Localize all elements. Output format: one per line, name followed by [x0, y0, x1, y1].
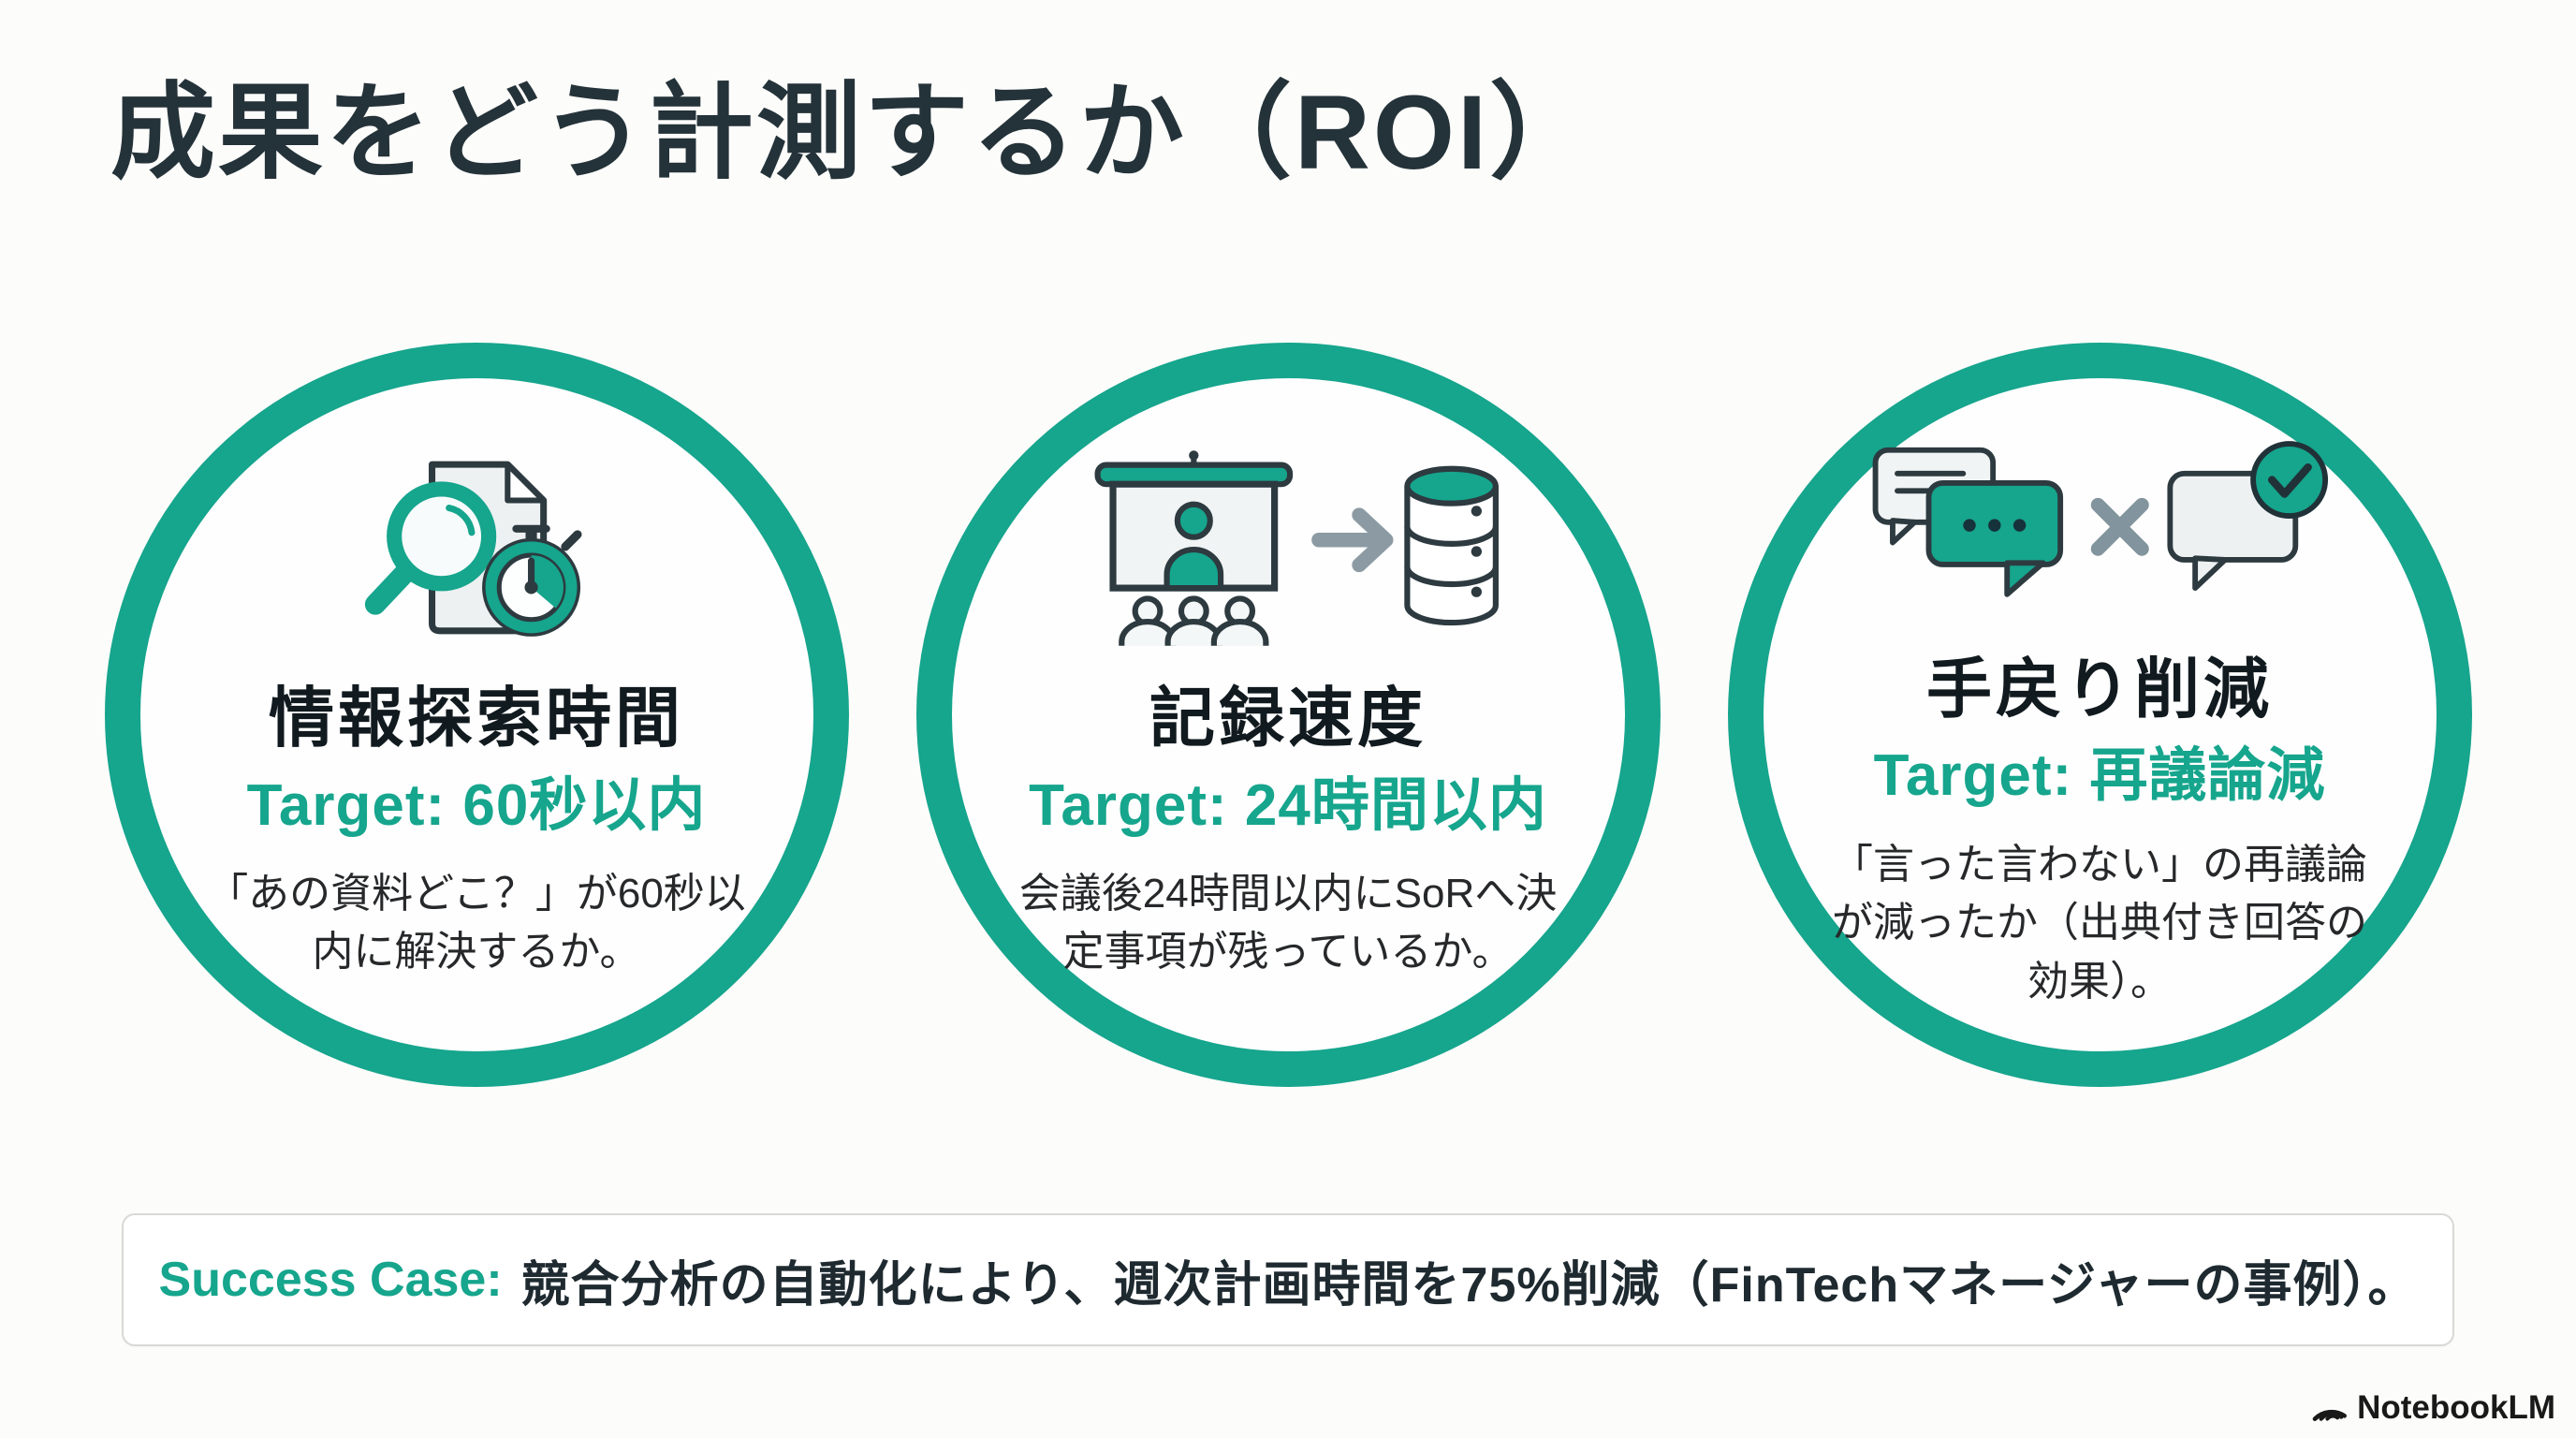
metric-description: 会議後24時間以内にSoRへ決定事項が残っているか。	[1018, 870, 1558, 976]
metric-description: 「言った言わない」の再議論が減ったか（出典付き回答の効果）。	[1832, 841, 2367, 1005]
meeting-to-database-icon-svg	[1094, 449, 1499, 646]
metric-title: 記録速度	[1149, 682, 1427, 756]
footer-brand-label: NotebookLM	[2357, 1389, 2555, 1426]
chat-dispute-resolved-icon	[1866, 418, 2334, 620]
success-case-label: Success Case:	[158, 1253, 503, 1307]
metric-target: Target: 24時間以内	[1029, 772, 1547, 838]
page-title: 成果をどう計測するか（ROI）	[110, 74, 1598, 191]
metric-target: Target: 再議論減	[1873, 743, 2326, 809]
notebooklm-logo-icon	[2312, 1409, 2348, 1421]
footer-brand: NotebookLM	[2310, 1389, 2555, 1427]
metric-title: 手戻り削減	[1926, 652, 2273, 726]
metric-description: 「あの資料どこ？」が60秒以内に解決するか。	[207, 870, 746, 976]
metrics-row: 情報探索時間 Target: 60秒以内 「あの資料どこ？」が60秒以内に解決す…	[0, 343, 2576, 1087]
metric-title: 情報探索時間	[269, 682, 684, 756]
metric-circle-record-speed: 記録速度 Target: 24時間以内 会議後24時間以内にSoRへ決定事項が残…	[915, 343, 1661, 1087]
document-search-timer-icon-svg	[364, 461, 582, 637]
success-case-text: 競合分析の自動化により、週次計画時間を75%削減（FinTechマネージャーの事…	[520, 1257, 2418, 1313]
success-case-box: Success Case: 競合分析の自動化により、週次計画時間を75%削減（F…	[122, 1213, 2454, 1346]
meeting-to-database-icon	[1076, 448, 1500, 649]
metric-target: Target: 60秒以内	[246, 772, 707, 838]
metric-circle-rework-reduction: 手戻り削減 Target: 再議論減 「言った言わない」の再議論が減ったか（出典…	[1727, 343, 2472, 1087]
chat-dispute-resolved-icon-svg	[1872, 441, 2329, 598]
metric-circle-information-search-time: 情報探索時間 Target: 60秒以内 「あの資料どこ？」が60秒以内に解決す…	[104, 343, 849, 1087]
document-search-timer-icon	[357, 448, 596, 649]
